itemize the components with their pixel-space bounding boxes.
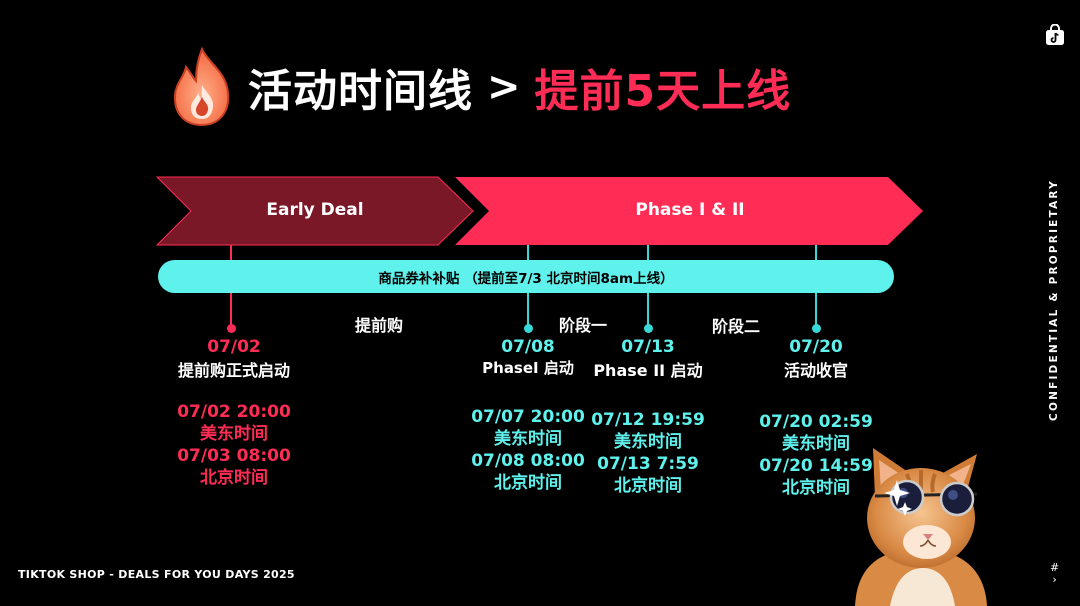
time-bj: 07/13 7:59: [597, 454, 699, 474]
time-est: 07/07 20:00: [471, 407, 585, 427]
tick-above-0720: [815, 245, 817, 260]
fire-icon: [173, 46, 230, 127]
milestone-event: PhaseI 启动: [482, 359, 574, 377]
milestone-date: 07/08: [501, 337, 555, 357]
milestone-dot-0702: [226, 324, 236, 333]
time-bj: 07/03 08:00: [177, 446, 291, 466]
tick-below-0702: [230, 293, 232, 327]
time-est-label: 美东时间: [782, 434, 850, 454]
milestone-date: 07/02: [207, 337, 261, 357]
time-est-label: 美东时间: [200, 424, 268, 444]
tick-below-0713: [647, 293, 649, 327]
phase-arrow: [455, 177, 923, 245]
phase-two-label: 阶段二: [712, 317, 761, 336]
confidential-label: CONFIDENTIAL & PROPRIETARY: [1048, 179, 1060, 421]
subsidy-bar: 商品券补补贴 （提前至7/3 北京时间8am上线）: [158, 260, 894, 293]
title-separator: >: [487, 64, 521, 110]
milestone-event: Phase II 启动: [593, 361, 703, 380]
tick-below-0708: [527, 293, 529, 327]
time-bj: 07/20 14:59: [759, 456, 873, 476]
time-bj-label: 北京时间: [782, 478, 850, 498]
page-number: # ›: [1050, 562, 1059, 586]
milestone-event: 提前购正式启动: [177, 361, 290, 380]
tick-above-0713: [647, 245, 649, 260]
time-bj: 07/08 08:00: [471, 451, 585, 471]
milestone-dot-0720: [811, 324, 821, 333]
milestone-times: 07/20 02:59 美东时间 07/20 14:59 北京时间: [759, 411, 873, 499]
phase-one-label: 阶段一: [559, 316, 608, 335]
milestone-dot-0708: [523, 324, 533, 333]
phase-pre-label: 提前购: [355, 316, 404, 335]
title-main: 活动时间线: [248, 66, 473, 117]
tick-above-0708: [527, 245, 529, 260]
tiktok-shop-bag-icon: [1046, 24, 1064, 45]
tick-below-0720: [815, 293, 817, 327]
time-est-label: 美东时间: [494, 429, 562, 449]
milestone-dot-0713: [643, 324, 653, 333]
time-bj-label: 北京时间: [200, 468, 268, 488]
time-bj-label: 北京时间: [614, 476, 682, 496]
next-chevron-icon: ›: [1052, 573, 1057, 586]
footer-text: TIKTOK SHOP - DEALS FOR YOU DAYS 2025: [18, 568, 295, 581]
milestone-date: 07/20: [789, 337, 843, 357]
milestone-event: 活动收官: [783, 361, 848, 380]
tick-above-0702: [230, 245, 232, 260]
early-deal-label: Early Deal: [266, 200, 364, 220]
cat-with-sunglasses-image: [855, 448, 987, 606]
time-est: 07/02 20:00: [177, 402, 291, 422]
time-est: 07/12 19:59: [591, 410, 705, 430]
milestone-times: 07/07 20:00 美东时间 07/08 08:00 北京时间: [471, 406, 585, 494]
milestone-date: 07/13: [621, 337, 675, 357]
milestone-0702: 07/02 提前购正式启动 07/02 20:00 美东时间 07/03 08:…: [154, 337, 314, 489]
early-deal-arrow: [155, 176, 474, 246]
milestone-times: 07/12 19:59 美东时间 07/13 7:59 北京时间: [591, 409, 705, 497]
milestone-0713: 07/13 Phase II 启动 07/12 19:59 美东时间 07/13…: [568, 337, 728, 497]
page-number-value: #: [1050, 561, 1060, 574]
milestone-0720: 07/20 活动收官 07/20 02:59 美东时间 07/20 14:59 …: [736, 337, 896, 499]
phase-label: Phase I & II: [635, 200, 745, 220]
time-est: 07/20 02:59: [759, 412, 873, 432]
milestone-times: 07/02 20:00 美东时间 07/03 08:00 北京时间: [177, 401, 291, 489]
time-est-label: 美东时间: [614, 432, 682, 452]
slide-title: 活动时间线 > 提前5天上线: [168, 42, 791, 132]
time-bj-label: 北京时间: [494, 473, 562, 493]
title-highlight: 提前5天上线: [534, 66, 792, 117]
milestone-0708: 07/08 PhaseI 启动 07/07 20:00 美东时间 07/08 0…: [448, 337, 608, 494]
